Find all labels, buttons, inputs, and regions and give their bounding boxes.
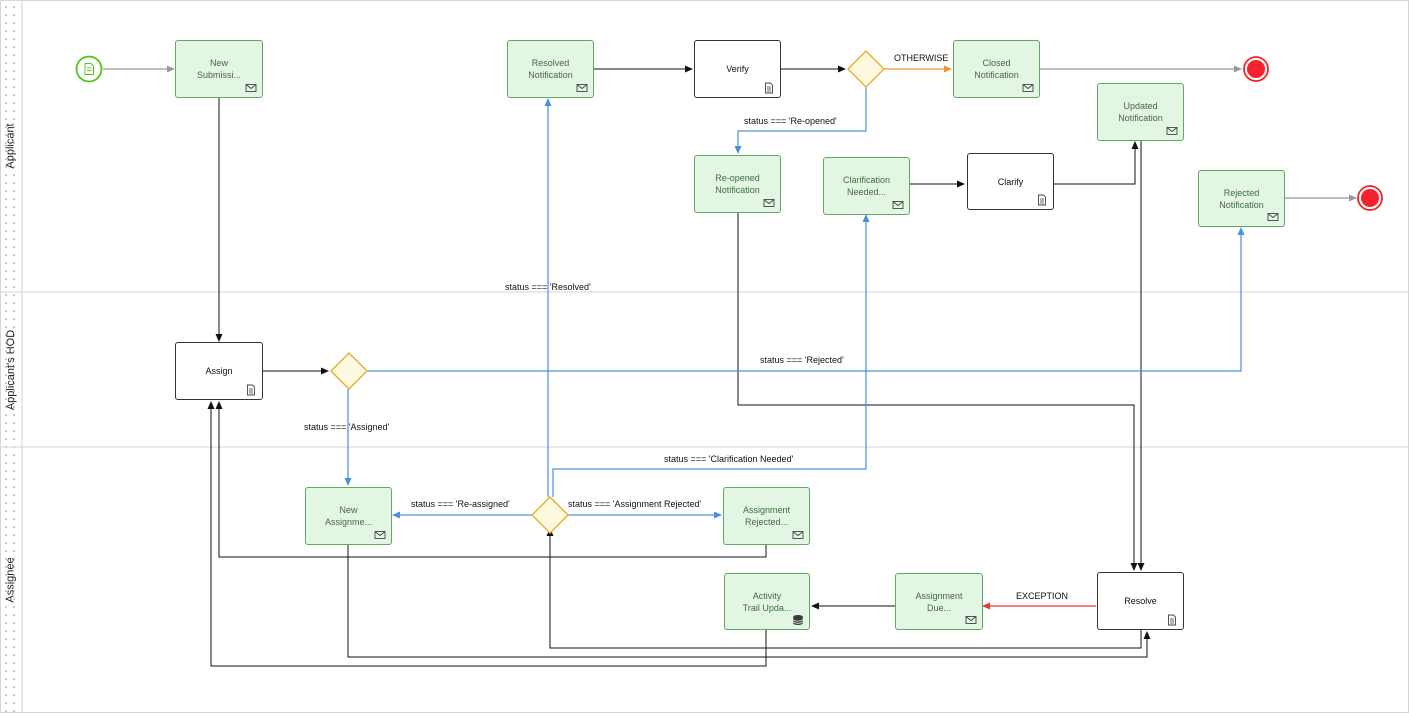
edge-label-clarification: status === 'Clarification Needed'	[664, 454, 794, 464]
edge-label-reassigned: status === 'Re-assigned'	[411, 499, 510, 509]
task-label: Activity Trail Upda...	[742, 590, 792, 613]
form-icon	[1168, 614, 1176, 626]
start-form-icon	[84, 63, 94, 75]
edge-label-exception: EXCEPTION	[1016, 591, 1069, 601]
task-assignment-due[interactable]: Assignment Due...	[895, 573, 983, 630]
envelope-icon	[1166, 127, 1178, 135]
gateway-assignee-decision[interactable]	[530, 495, 570, 535]
envelope-icon	[763, 199, 775, 207]
start-event[interactable]	[75, 55, 103, 83]
edge-label-assigned: status === 'Assigned'	[304, 422, 390, 432]
task-label: Verify	[726, 64, 749, 74]
form-icon	[1038, 194, 1046, 206]
task-verify[interactable]: Verify	[694, 40, 781, 98]
end-event-rejected[interactable]	[1357, 185, 1383, 211]
task-clarification-needed[interactable]: Clarification Needed...	[823, 157, 910, 215]
flow-assignment-rejected-to-assign[interactable]	[215, 401, 767, 558]
lane-header-strip	[0, 0, 22, 713]
task-label: Resolve	[1124, 596, 1157, 606]
task-resolved-notification[interactable]: Resolved Notification	[507, 40, 594, 98]
task-label: Resolved Notification	[528, 58, 573, 80]
task-closed-notification[interactable]: Closed Notification	[953, 40, 1040, 98]
task-label: Updated Notification	[1118, 101, 1163, 123]
flow-resolve-to-gateway[interactable]	[546, 528, 1142, 649]
task-assign[interactable]: Assign	[175, 342, 263, 400]
envelope-icon	[1022, 84, 1034, 92]
end-event-closed[interactable]	[1243, 56, 1269, 82]
gateway-assign-decision[interactable]	[329, 351, 369, 391]
flow-activity-trail-to-assign[interactable]	[207, 401, 767, 667]
task-activity-trail-update[interactable]: Activity Trail Upda...	[724, 573, 810, 630]
flow-new-assignment-to-resolve[interactable]	[347, 545, 1151, 658]
task-label: Assignment Due...	[915, 590, 963, 613]
task-label: Rejected Notification	[1219, 187, 1264, 210]
task-label: Clarify	[997, 176, 1024, 187]
flow-clarify-to-updated[interactable]	[1054, 141, 1139, 185]
flow-rejected-condition[interactable]	[367, 227, 1245, 372]
envelope-icon	[576, 84, 588, 92]
envelope-icon	[792, 531, 804, 539]
flow-reopened-condition[interactable]	[734, 87, 867, 154]
envelope-icon	[965, 616, 977, 624]
envelope-icon	[892, 201, 904, 209]
database-icon	[792, 615, 804, 625]
task-new-submission[interactable]: New Submissi...	[175, 40, 263, 98]
task-assignment-rejected[interactable]: Assignment Rejected...	[723, 487, 810, 545]
flow-clarification-condition[interactable]	[552, 214, 870, 497]
task-label: Closed Notification	[974, 58, 1019, 80]
task-updated-notification[interactable]: Updated Notification	[1097, 83, 1184, 141]
envelope-icon	[245, 84, 257, 92]
edge-label-otherwise: OTHERWISE	[894, 53, 949, 63]
form-icon	[247, 384, 255, 396]
task-label: Re-opened Notification	[715, 173, 760, 195]
edge-label-rejected: status === 'Rejected'	[760, 355, 844, 365]
task-label: New Assignme...	[324, 505, 373, 527]
task-new-assignment[interactable]: New Assignme...	[305, 487, 392, 545]
task-reopened-notification[interactable]: Re-opened Notification	[694, 155, 781, 213]
task-resolve[interactable]: Resolve	[1097, 572, 1184, 630]
envelope-icon	[1267, 213, 1279, 221]
form-icon	[765, 82, 773, 94]
edge-label-resolved: status === 'Resolved'	[505, 282, 591, 292]
task-label: New Submissi...	[196, 58, 241, 80]
task-label: Assignment Rejected...	[742, 505, 791, 527]
edge-label-assignment-rejected: status === 'Assignment Rejected'	[568, 499, 702, 509]
edge-label-reopened: status === 'Re-opened'	[744, 116, 837, 126]
task-rejected-notification[interactable]: Rejected Notification	[1198, 170, 1285, 227]
flow-reopened-to-resolve[interactable]	[737, 213, 1138, 571]
task-label: Assign	[205, 366, 233, 376]
gateway-verify-decision[interactable]	[846, 49, 886, 89]
task-clarify[interactable]: Clarify	[967, 153, 1054, 210]
envelope-icon	[374, 531, 386, 539]
task-label: Clarification Needed...	[842, 175, 891, 197]
